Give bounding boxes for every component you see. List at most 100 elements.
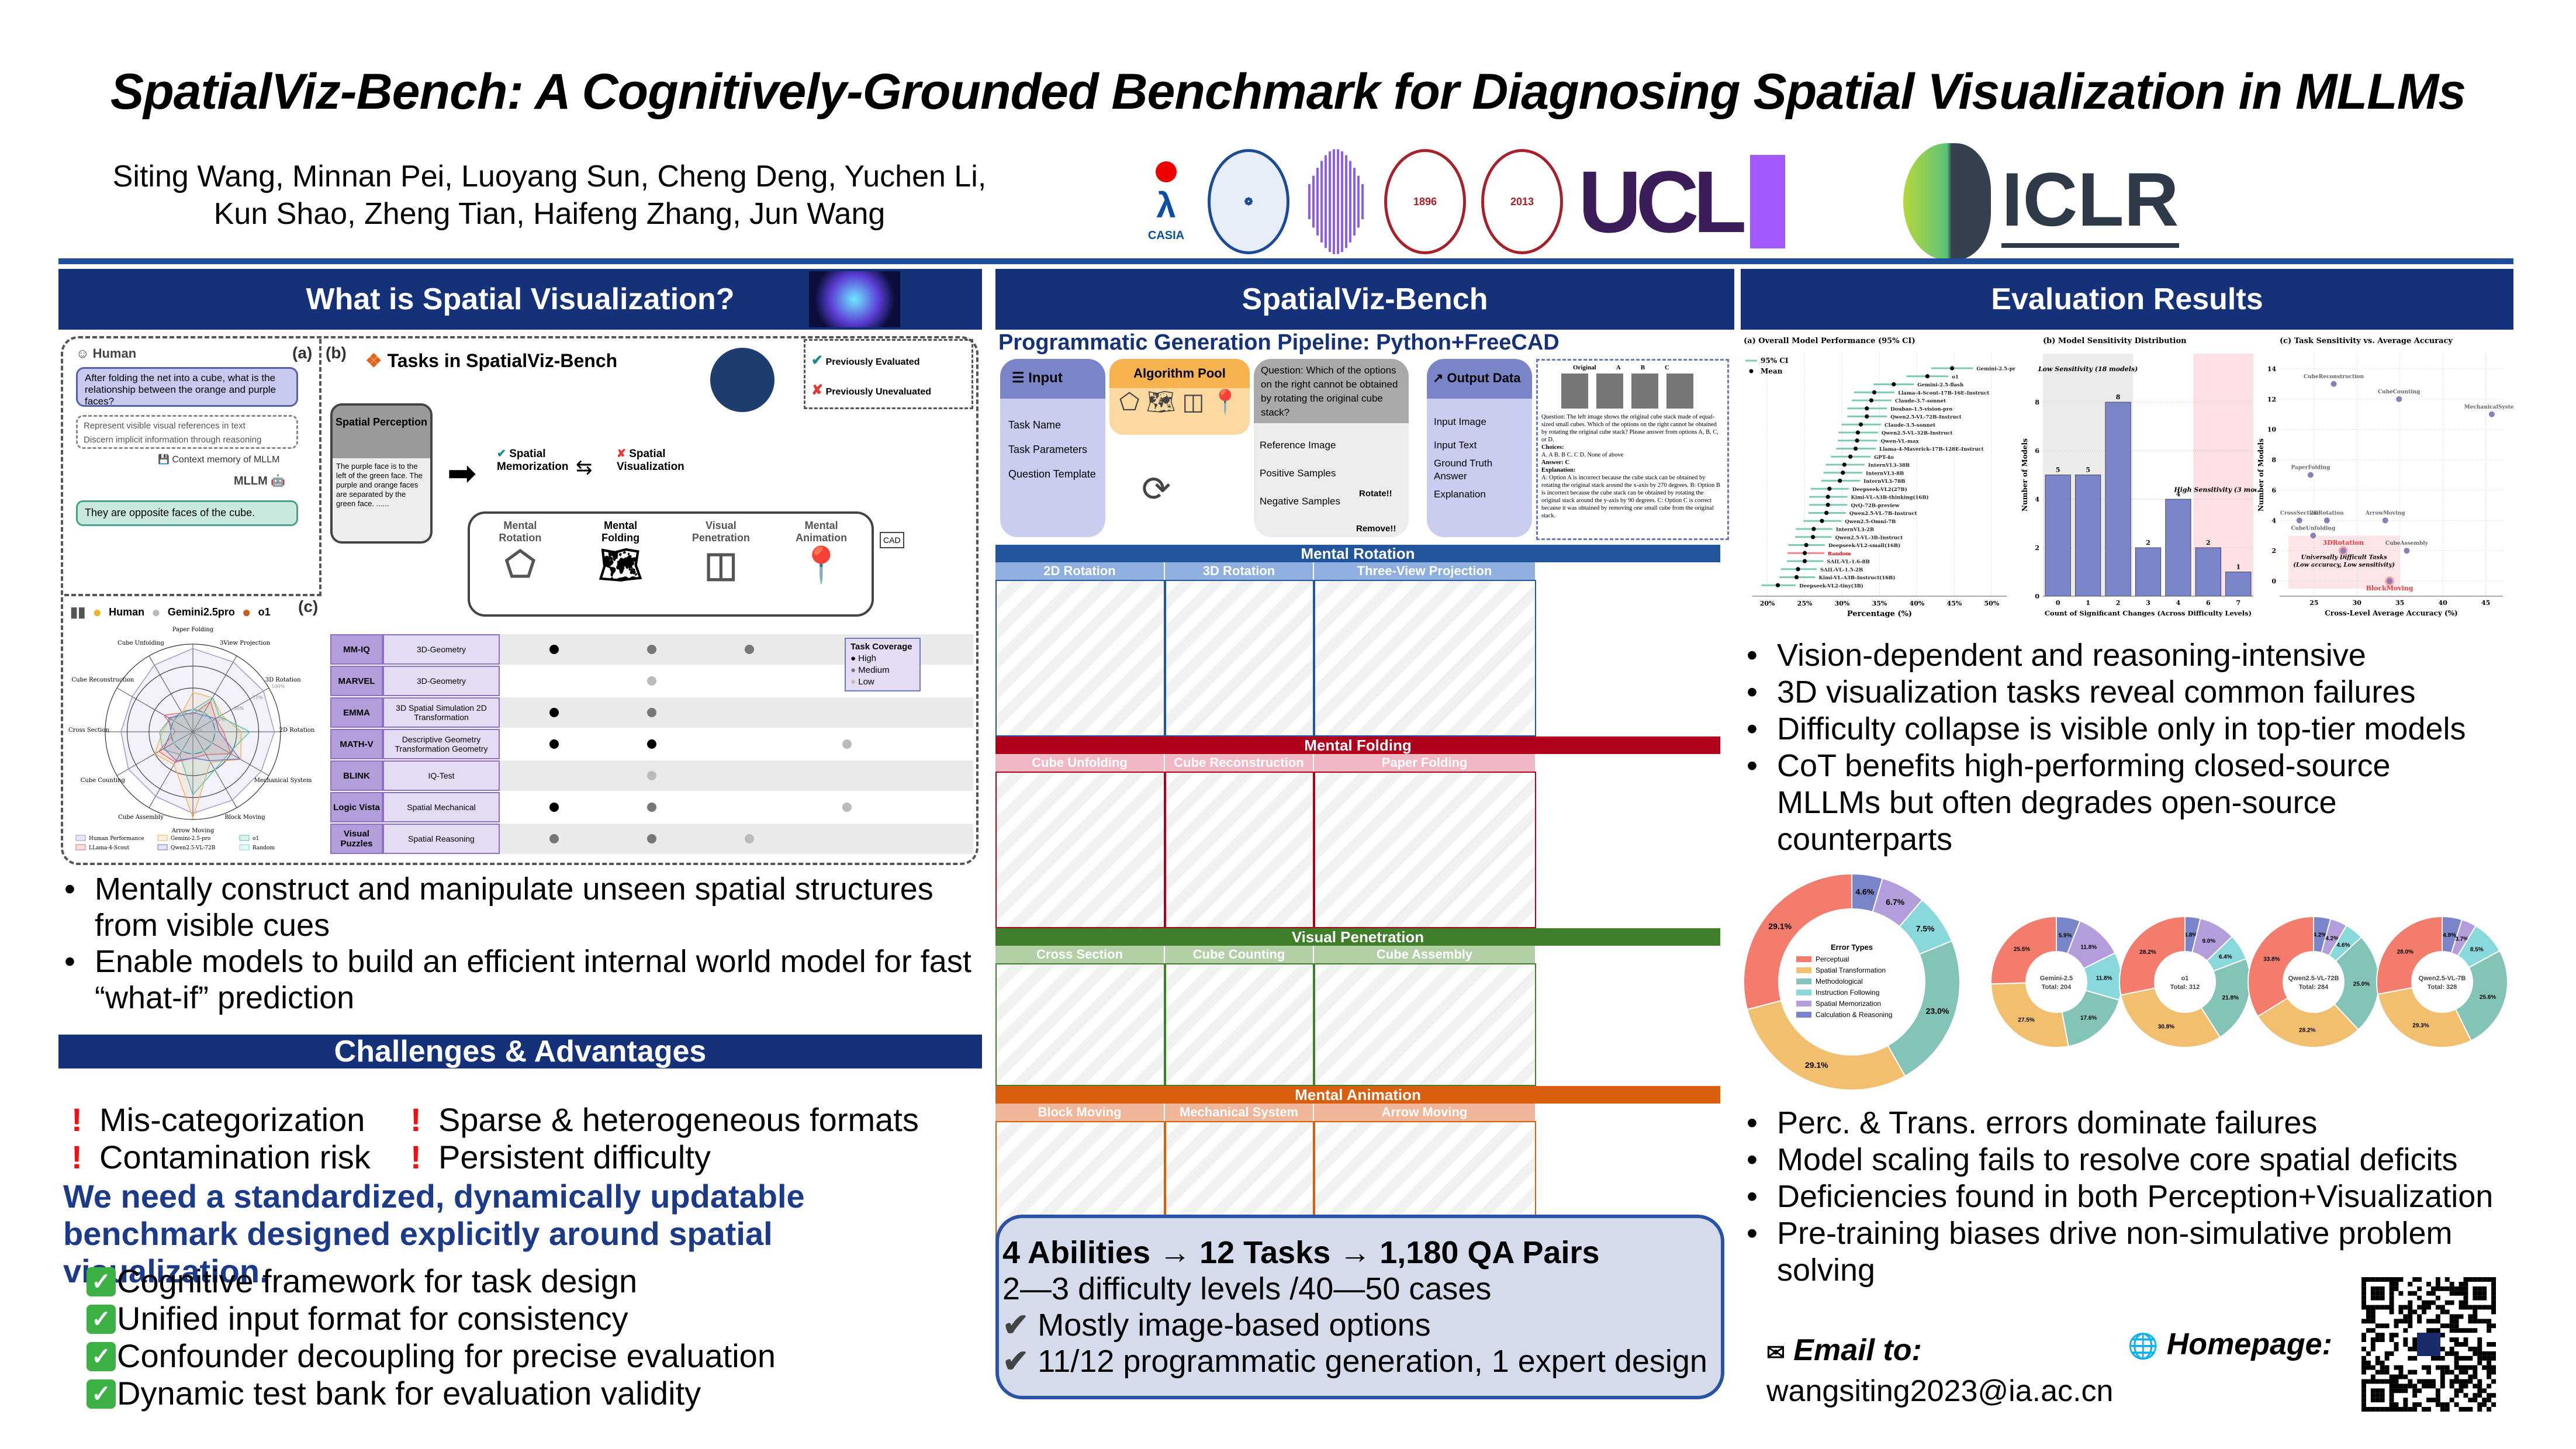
qr-module [2449,1379,2454,1384]
qr-module [2473,1286,2478,1291]
qr-module [2408,1291,2413,1296]
point-label: BlockMoving [2366,585,2414,592]
qr-module [2444,1286,2450,1291]
qr-module [2477,1384,2482,1389]
qr-module [2389,1277,2394,1282]
qr-module [2370,1295,2376,1301]
y-tick-label: 12 [2267,396,2276,403]
benchmark-task: 3D-Geometry [383,666,500,696]
mean-point [1892,382,1896,387]
panel-a-label: (a) [292,344,313,362]
x-tick-label: 50% [1984,600,2000,607]
results-bullets-top: Vision-dependent and reasoning-intensive… [1741,637,2513,858]
qr-module [2375,1337,2380,1343]
example-explanation: A: Option A is incorrect because the cub… [1541,475,1720,519]
evaluation-legend: ✔ Previously Evaluated ✘ Previously Unev… [804,339,973,409]
arrow-right-icon: ➡ [447,454,477,493]
algorithm-pool-title: Algorithm Pool [1109,359,1250,388]
qr-module [2403,1305,2408,1310]
qr-module [2361,1402,2366,1407]
slice-label: 29.3% [2412,1022,2429,1029]
qr-module [2491,1300,2496,1305]
scatter-point [2323,517,2330,524]
qr-module [2487,1407,2492,1412]
radar-axis-label: Cube Assembly [118,814,164,821]
qr-module [2454,1328,2459,1333]
mean-point [1865,414,1869,419]
qr-module [2463,1277,2468,1282]
slice-label: 33.8% [2263,956,2280,963]
slice-label: 11.8% [2080,944,2097,950]
homepage-qr-code[interactable] [2361,1277,2496,1412]
qr-module [2370,1337,2376,1343]
wave-icon [1308,149,1364,254]
qr-module [2473,1374,2478,1379]
qr-module [2408,1309,2413,1315]
qr-module [2380,1379,2385,1384]
mean-point [1855,430,1860,435]
qr-module [2384,1370,2390,1375]
qr-module [2482,1402,2487,1407]
x-tick-label: 1 [2086,599,2090,607]
qr-module [2412,1277,2418,1282]
qr-module [2366,1309,2371,1315]
coverage-dot-medium [647,708,656,717]
coverage-dot-medium [549,834,559,843]
homepage-label[interactable]: 🌐 Homepage: [2128,1327,2332,1361]
qr-module [2375,1333,2380,1338]
ucl-logo: UCL [1578,149,1786,254]
mean-point [1848,454,1853,459]
benchmark-task: Descriptive Geometry Transformation Geom… [383,729,500,759]
qr-module [2435,1328,2440,1333]
pipeline: ☰ Input Task Name Task Parameters Questi… [995,358,1734,545]
negative-samples-label: Negative Samples [1260,496,1340,507]
qr-module [2403,1402,2408,1407]
qr-module [2435,1355,2440,1361]
qr-module [2389,1300,2394,1305]
bar-value-label: 1 [2236,563,2240,571]
benchmark-task: Spatial Reasoning [383,824,500,854]
advantage-item: ✓Cognitive framework for task design [58,1263,982,1300]
qr-module [2477,1351,2482,1356]
input-title: ☰ Input [1000,359,1105,399]
radar-axis-label: Mechanical System [254,777,312,784]
summary-line-1: 4 Abilities → 12 Tasks → 1,180 QA Pairs [1002,1235,1600,1270]
bar [2105,402,2131,597]
challenge-item: !Contamination risk [71,1139,371,1175]
qr-module [2482,1319,2487,1324]
slice-label: 4.6% [2337,942,2350,949]
sjtu-logo: 1896 [1384,149,1466,254]
radar-legend-swatch [157,844,168,850]
task-example-image [1165,772,1314,928]
qr-module [2361,1305,2366,1310]
qr-module [2426,1291,2431,1296]
qr-module [2408,1323,2413,1329]
y-tick-label: 6 [2271,486,2276,494]
model-label: Qwen-VL-max [1881,438,1920,444]
qr-module [2370,1365,2376,1370]
qr-module [2440,1374,2445,1379]
qr-module [2361,1370,2366,1375]
qr-module [2440,1379,2445,1384]
qr-module [2430,1291,2436,1296]
qr-module [2380,1365,2385,1370]
email-link[interactable]: wangsiting2023@ia.ac.cn [1766,1374,2114,1408]
qr-module [2408,1281,2413,1287]
qr-module [2463,1300,2468,1305]
qr-module [2440,1309,2445,1315]
ability-visual-penetration: Visual Penetration◫ [686,520,756,614]
qr-module [2459,1407,2464,1412]
task-header: Cube Reconstruction [1165,754,1314,772]
qr-module [2426,1370,2431,1375]
qr-module [2408,1319,2413,1324]
qr-module [2366,1379,2371,1384]
benchmark-task: IQ-Test [383,760,500,791]
qr-module [2403,1337,2408,1343]
model-label: Deepseek-VL2(27B) [1852,486,1907,493]
qr-module [2482,1351,2487,1356]
qr-module [2454,1342,2459,1347]
qr-module [2440,1370,2445,1375]
